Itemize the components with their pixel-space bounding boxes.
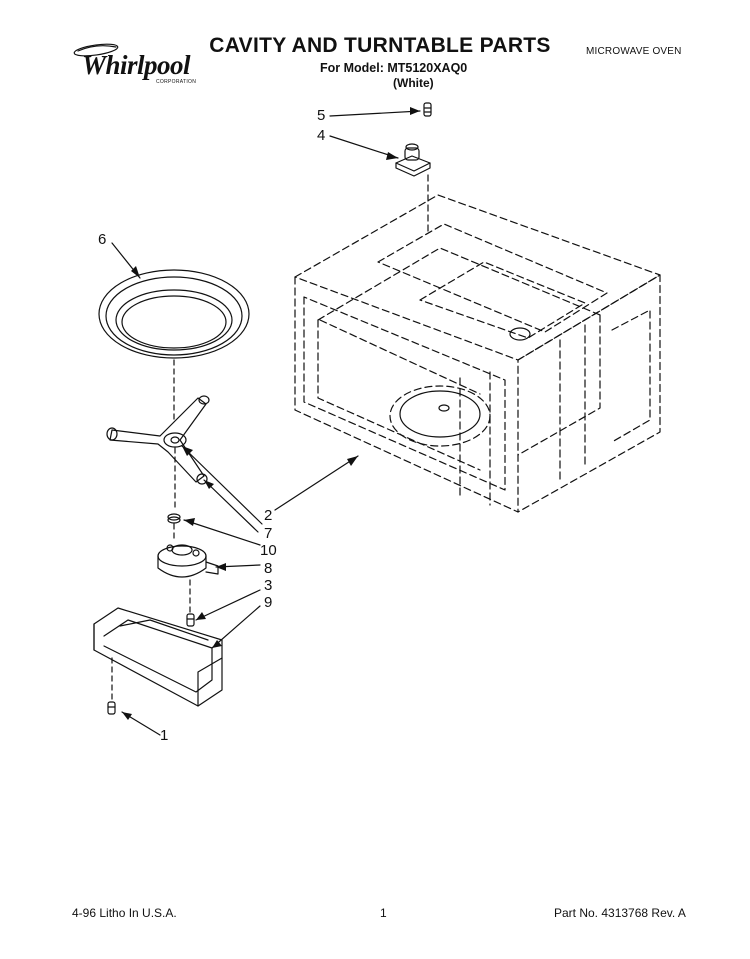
callout-3: 3 <box>264 577 273 594</box>
callout-9: 9 <box>264 594 273 611</box>
leader-lines <box>111 110 421 736</box>
callout-10: 10 <box>260 542 277 559</box>
cavity-assembly <box>294 194 661 513</box>
brand-logo-swoosh <box>73 43 119 57</box>
part-9-motor-cover <box>93 607 223 707</box>
part-4-thermostat <box>395 143 431 177</box>
model-line: For Model: MT5120XAQ0 <box>320 61 468 75</box>
footer-page-number: 1 <box>380 906 387 920</box>
part-5-screw <box>423 102 432 117</box>
brand-logo: Whirlpool CORPORATION <box>72 42 197 90</box>
brand-sub: CORPORATION <box>156 79 197 85</box>
footer-litho: 4-96 Litho In U.S.A. <box>72 906 177 920</box>
callout-4: 4 <box>317 127 326 144</box>
callout-2: 2 <box>264 507 273 524</box>
callout-7: 7 <box>264 525 273 542</box>
cavity-turntable-well <box>389 327 531 447</box>
part-1-screw <box>107 701 116 715</box>
product-label: MICROWAVE OVEN <box>586 46 682 57</box>
part-6-glass-tray <box>98 269 250 359</box>
arrowheads <box>122 107 420 720</box>
callout-5: 5 <box>317 107 326 124</box>
callout-8: 8 <box>264 560 273 577</box>
callout-6: 6 <box>98 231 107 248</box>
part-7-roller-guide <box>106 395 210 485</box>
callout-1: 1 <box>160 727 169 744</box>
part-3-screw <box>186 613 195 627</box>
color-line: (White) <box>393 76 434 90</box>
part-10-coupler <box>167 513 181 524</box>
footer-part-number: Part No. 4313768 Rev. A <box>554 906 686 920</box>
page-title: CAVITY AND TURNTABLE PARTS <box>209 34 551 57</box>
brand-name: Whirlpool <box>82 50 191 80</box>
part-8-motor <box>157 544 219 578</box>
